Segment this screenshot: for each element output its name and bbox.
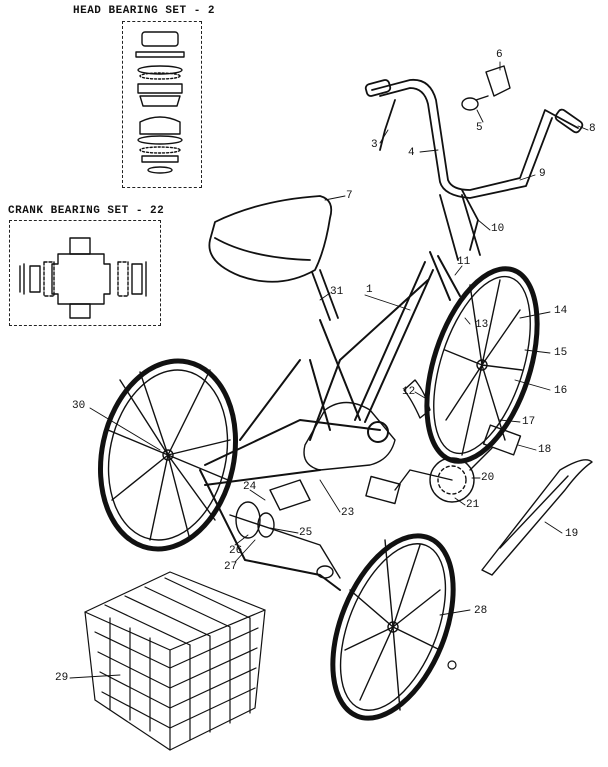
callout-19: 19 [565, 528, 579, 540]
drive-parts [365, 424, 522, 505]
crank-bearing-parts [19, 237, 147, 319]
seat [208, 195, 339, 321]
callout-18: 18 [538, 444, 552, 456]
callout-4: 4 [408, 147, 415, 159]
callout-10: 10 [491, 223, 505, 235]
callout-23: 23 [341, 507, 355, 519]
callout-25: 25 [299, 527, 313, 539]
callout-3: 3 [371, 139, 378, 151]
callout-16: 16 [554, 385, 568, 397]
callout-12: 12 [402, 386, 416, 398]
callout-9: 9 [539, 168, 546, 180]
rear-wheel-left [330, 533, 456, 721]
head-bearing-set-box [122, 21, 202, 188]
crank-bearing-set-box [9, 220, 161, 326]
callout-24: 24 [243, 481, 257, 493]
head-bearing-set-title: HEAD BEARING SET - 2 [73, 5, 216, 17]
rear-wheel-right [424, 266, 540, 464]
axle-differential [229, 479, 341, 579]
rear-fender-19 [481, 459, 593, 576]
crank-bearing-set-title: CRANK BEARING SET - 22 [8, 205, 165, 217]
callout-6: 6 [496, 49, 503, 61]
callout-17: 17 [522, 416, 536, 428]
callout-20: 20 [481, 472, 495, 484]
chain-guard [303, 401, 396, 471]
callout-13: 13 [475, 319, 489, 331]
front-fender [403, 379, 431, 419]
callout-27: 27 [224, 561, 238, 573]
front-wheel [97, 358, 239, 552]
bell-reflector [461, 65, 511, 111]
callout-15: 15 [554, 347, 568, 359]
callout-1: 1 [366, 284, 373, 296]
basket [84, 571, 457, 751]
frame [199, 251, 461, 591]
callout-14: 14 [554, 305, 568, 317]
callout-30: 30 [72, 400, 86, 412]
callout-31: 31 [330, 286, 344, 298]
callout-11: 11 [457, 256, 471, 268]
callout-26: 26 [229, 545, 243, 557]
callout-21: 21 [466, 499, 480, 511]
callout-8: 8 [589, 123, 596, 135]
callout-7: 7 [346, 190, 353, 202]
callout-29: 29 [55, 672, 69, 684]
callout-28: 28 [474, 605, 488, 617]
leader-lines [69, 61, 589, 679]
head-bearing-parts [135, 31, 185, 174]
handlebar [364, 78, 584, 261]
callout-5: 5 [476, 122, 483, 134]
